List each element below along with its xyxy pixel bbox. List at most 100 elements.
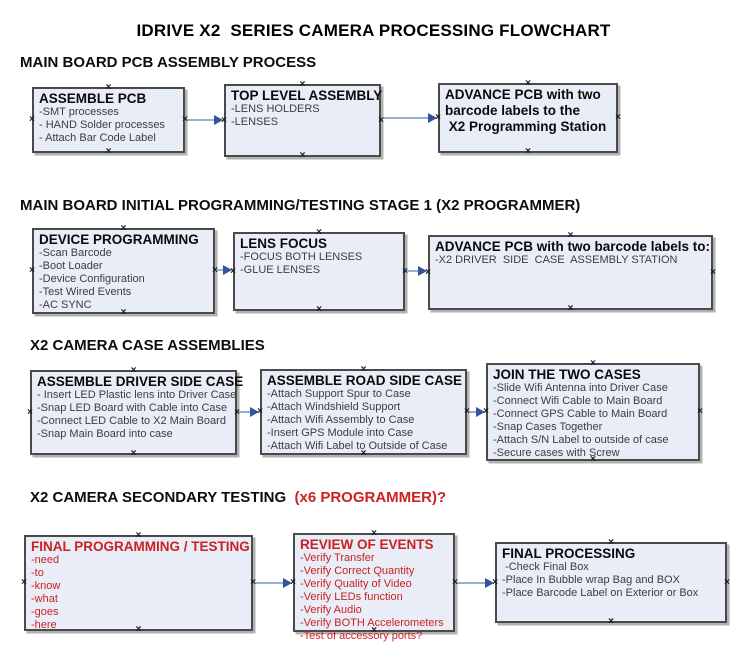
connection-anchor-icon: × xyxy=(435,112,441,123)
box-item: -here xyxy=(31,619,57,631)
connection-anchor-icon: × xyxy=(567,303,574,314)
box-item: -AC SYNC xyxy=(39,299,92,311)
arrowhead-icon xyxy=(214,115,223,125)
box-item: -Verify BOTH Accelerometers xyxy=(300,617,444,629)
box-item: -goes xyxy=(31,606,59,618)
connection-anchor-icon: × xyxy=(697,406,703,417)
box-item: -Insert GPS Module into Case xyxy=(267,427,414,439)
box-item: -Attach Wifi Assembly to Case xyxy=(267,414,415,426)
box-item: - HAND Solder processes xyxy=(39,119,165,131)
box-item: -X2 DRIVER SIDE CASE ASSEMBLY STATION xyxy=(435,254,678,266)
connection-anchor-icon: × xyxy=(590,358,596,369)
connection-anchor-icon: × xyxy=(360,448,367,459)
connection-anchor-icon: × xyxy=(402,265,408,277)
connection-anchor-icon: × xyxy=(105,82,112,93)
connection-anchor-icon: × xyxy=(212,265,218,276)
box-item: -SMT processes xyxy=(39,106,119,118)
connection-anchor-icon: × xyxy=(299,79,306,90)
arrowhead-icon xyxy=(283,578,292,588)
connection-anchor-icon: × xyxy=(590,454,596,465)
box-title: REVIEW OF EVENTS xyxy=(300,537,434,552)
connection-anchor-icon: × xyxy=(452,576,458,588)
connector-arrow-2[interactable] xyxy=(381,112,438,124)
connection-anchor-icon: × xyxy=(230,265,236,277)
box-item: -what xyxy=(31,593,58,605)
top-level-assembly-box[interactable]: TOP LEVEL ASSEMBLY -LENS HOLDERS -LENSES… xyxy=(221,80,384,161)
connection-anchor-icon: × xyxy=(135,624,142,635)
box-title: TOP LEVEL ASSEMBLY xyxy=(231,88,383,103)
box-title-line: ADVANCE PCB with two xyxy=(445,87,601,102)
connector-arrow-3[interactable] xyxy=(215,264,233,276)
case-assemblies-heading: X2 CAMERA CASE ASSEMBLIES xyxy=(30,337,265,354)
connection-anchor-icon: × xyxy=(525,78,531,89)
connection-anchor-icon: × xyxy=(27,406,33,418)
box-item: -Attach Wifi Label to Outside of Case xyxy=(267,440,448,452)
final-processing-box[interactable]: FINAL PROCESSING -Check Final Box -Place… xyxy=(492,538,730,627)
advance-pcb-programming-station-box[interactable]: ADVANCE PCB with two barcode labels to t… xyxy=(435,79,621,157)
assemble-pcb-box[interactable]: ASSEMBLE PCB -SMT processes - HAND Solde… xyxy=(29,83,188,157)
connection-anchor-icon: × xyxy=(290,576,296,588)
arrowhead-icon xyxy=(428,113,437,123)
connection-anchor-icon: × xyxy=(21,577,27,588)
connection-anchor-icon: × xyxy=(710,266,716,278)
connection-anchor-icon: × xyxy=(130,365,137,376)
connection-anchor-icon: × xyxy=(525,146,531,157)
box-title: FINAL PROGRAMMING / TESTING xyxy=(31,539,250,554)
arrowhead-icon xyxy=(223,265,232,275)
box-item: -Attach S/N Label to outside of case xyxy=(493,434,669,446)
connection-anchor-icon: × xyxy=(615,112,621,123)
join-two-cases-box[interactable]: JOIN THE TWO CASES -Slide Wifi Antenna i… xyxy=(483,359,703,465)
connector-line xyxy=(456,582,491,584)
box-item: -Verify Transfer xyxy=(300,552,375,564)
connection-anchor-icon: × xyxy=(425,266,431,278)
connection-anchor-icon: × xyxy=(567,230,574,241)
box-item: -Snap Cases Together xyxy=(493,421,603,433)
connection-anchor-icon: × xyxy=(182,114,188,125)
assemble-road-side-case-box[interactable]: ASSEMBLE ROAD SIDE CASE -Attach Support … xyxy=(257,365,470,459)
box-item: -FOCUS BOTH LENSES xyxy=(240,251,363,263)
secondary-testing-heading: X2 CAMERA SECONDARY TESTING (x6 PROGRAMM… xyxy=(30,489,446,506)
box-item: -Snap Main Board into case xyxy=(37,428,173,440)
box-item-overflow: -Test of accessory ports? xyxy=(300,630,423,642)
connection-anchor-icon: × xyxy=(130,448,137,459)
box-title: LENS FOCUS xyxy=(240,236,328,251)
arrowhead-icon xyxy=(485,578,494,588)
connector-arrow-8[interactable] xyxy=(455,577,495,589)
box-title: JOIN THE TWO CASES xyxy=(493,367,641,382)
box-item: -Test Wired Events xyxy=(39,286,132,298)
box-item: -GLUE LENSES xyxy=(240,264,321,276)
box-item: -Scan Barcode xyxy=(39,247,112,259)
connection-anchor-icon: × xyxy=(464,406,470,417)
connector-arrow-7[interactable] xyxy=(253,577,293,589)
lens-focus-box[interactable]: LENS FOCUS -FOCUS BOTH LENSES -GLUE LENS… xyxy=(230,228,408,315)
box-title: DEVICE PROGRAMMING xyxy=(39,232,199,247)
review-of-events-box[interactable]: REVIEW OF EVENTS -Verify Transfer -Verif… xyxy=(290,529,458,643)
connector-arrow-1[interactable] xyxy=(185,114,224,126)
box-item: -to xyxy=(31,567,44,579)
box-item: -Place In Bubble wrap Bag and BOX xyxy=(502,574,680,586)
connection-anchor-icon: × xyxy=(29,265,35,276)
connector-arrow-6[interactable] xyxy=(467,406,486,418)
connection-anchor-icon: × xyxy=(316,227,322,238)
box-item: -Secure cases with Screw xyxy=(493,447,620,459)
assemble-driver-side-case-box[interactable]: ASSEMBLE DRIVER SIDE CASE - Insert LED P… xyxy=(27,366,243,459)
box-item: -Connect LED Cable to X2 Main Board xyxy=(37,415,226,427)
connection-anchor-icon: × xyxy=(299,150,306,161)
connector-arrow-4[interactable] xyxy=(405,265,428,277)
box-item: -Device Configuration xyxy=(39,273,145,285)
box-item: -Place Barcode Label on Exterior or Box xyxy=(502,587,699,599)
connection-anchor-icon: × xyxy=(724,576,730,588)
box-item: -Attach Support Spur to Case xyxy=(267,388,411,400)
advance-pcb-case-assembly-box[interactable]: ADVANCE PCB with two barcode labels to: … xyxy=(425,231,716,314)
connection-anchor-icon: × xyxy=(120,307,127,318)
box-title: ASSEMBLE ROAD SIDE CASE xyxy=(267,373,463,388)
connection-anchor-icon: × xyxy=(608,537,614,548)
device-programming-box[interactable]: DEVICE PROGRAMMING -Scan Barcode -Boot L… xyxy=(29,224,218,318)
secondary-testing-heading-red: (x6 PROGRAMMER)? xyxy=(294,489,447,506)
connection-anchor-icon: × xyxy=(105,146,112,157)
final-programming-testing-box[interactable]: FINAL PROGRAMMING / TESTING -need -to -k… xyxy=(21,531,256,635)
connection-anchor-icon: × xyxy=(257,406,263,417)
connector-arrow-5[interactable] xyxy=(237,406,260,418)
connector-line xyxy=(468,411,482,413)
connection-anchor-icon: × xyxy=(221,114,227,126)
